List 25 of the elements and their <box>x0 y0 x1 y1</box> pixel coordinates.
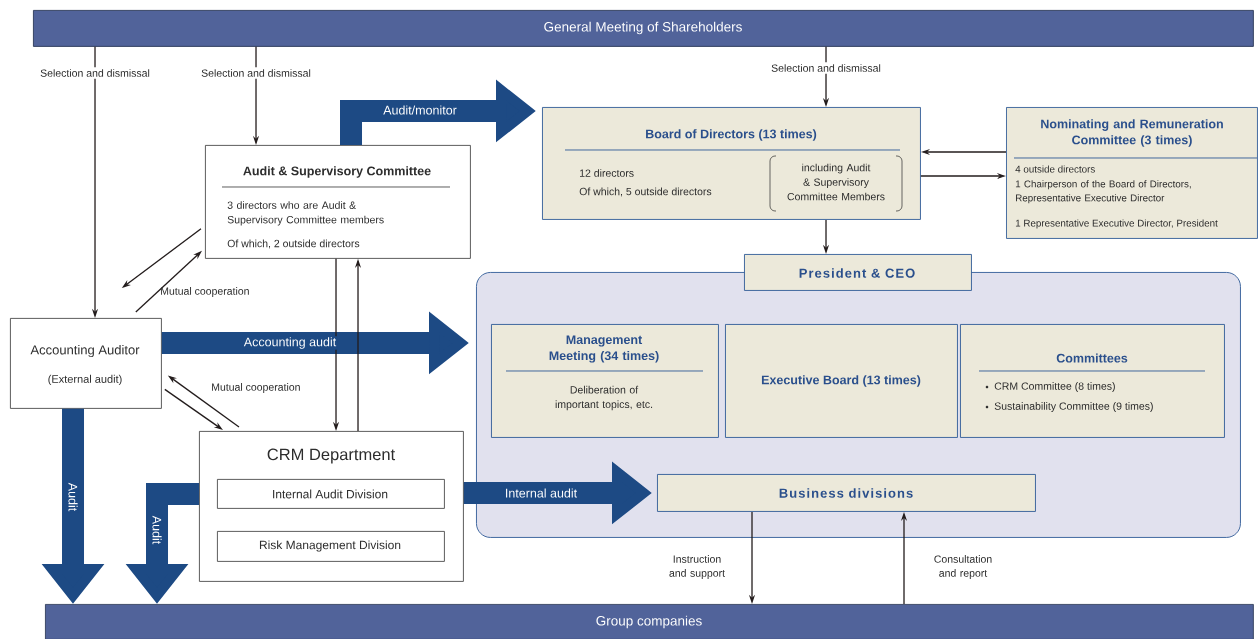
committee-box: Audit & Supervisory Committee 3 directors who are Audit & Supervisory Committee members Of which, 2 outside directors <box>205 145 471 259</box>
meeting-box: Management Meeting (34 times) Deliberation of important topics, etc. <box>491 324 719 438</box>
committee-box: Nominating and Remuneration Committee (3 times) 4 outside directors 1 Chairperson of the Board of Directors, Representative Executive Director 1 Representative Executive Director, President <box>1006 107 1258 239</box>
edge-label: Mutual cooperation <box>212 383 300 393</box>
edge-label: Audit/monitor <box>382 104 458 116</box>
banner-bar: General Meeting of Shareholders <box>33 10 1254 47</box>
auditor-box: Accounting Auditor (External audit) <box>10 318 162 409</box>
edge-label: Accounting audit <box>242 336 338 350</box>
edge-label: Selection and dismissal <box>769 62 883 74</box>
meeting-box: Executive Board (13 times) <box>725 324 958 438</box>
title-box: President & CEO <box>744 254 972 291</box>
edge-label: Audit <box>67 481 79 513</box>
banner-bar: Group companies <box>45 604 1254 639</box>
division-box: Business divisions <box>657 474 1036 512</box>
edge-label: Internal audit <box>503 487 579 499</box>
division-box: Risk Management Division <box>217 531 445 562</box>
meeting-box: Committees CRM Committee (8 times) Sustainability Committee (9 times) <box>960 324 1225 438</box>
edge-label: Instruction and support <box>669 555 725 579</box>
edge-label: Audit <box>151 514 163 546</box>
edge-label: Consultation and report <box>934 555 992 579</box>
edge-label: Selection and dismissal <box>199 67 313 79</box>
edge-label: Mutual cooperation <box>161 287 249 297</box>
board-box: Board of Directors (13 times) 12 directors Of which, 5 outside directors including Audit & Supervisory Committee Members <box>542 107 921 220</box>
division-box: Internal Audit Division <box>217 479 445 509</box>
edge-label: Selection and dismissal <box>38 67 152 79</box>
